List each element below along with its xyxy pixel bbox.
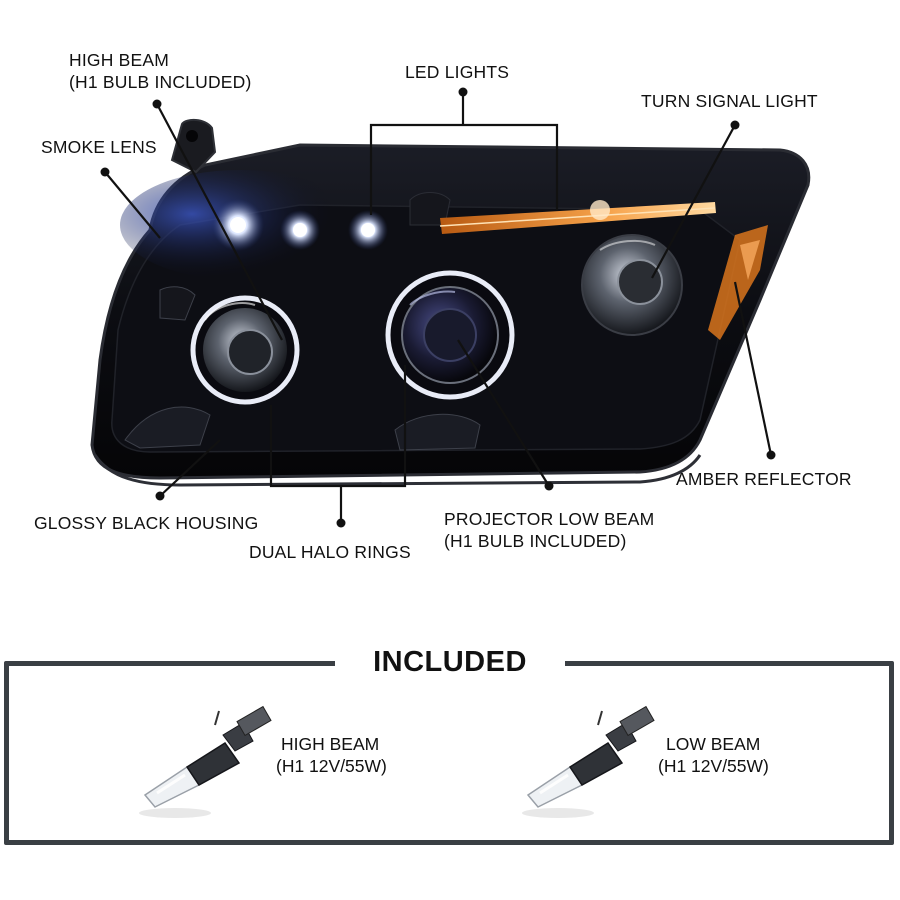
- low-beam-projector: [385, 270, 515, 400]
- included-low-beam-line2: (H1 12V/55W): [658, 756, 769, 776]
- callout-projector-low-beam: PROJECTOR LOW BEAM (H1 BULB INCLUDED): [444, 508, 654, 552]
- h1-bulb-high-beam-image: [139, 705, 272, 818]
- callout-lines: [100, 87, 776, 528]
- included-item-high-beam: HIGH BEAM (H1 12V/55W): [276, 733, 387, 777]
- included-low-beam-line1: LOW BEAM: [666, 734, 761, 754]
- callout-led-lights: LED LIGHTS: [405, 62, 510, 82]
- h1-bulb-low-beam-image: [522, 705, 655, 818]
- callout-high-beam-line1: HIGH BEAM: [69, 50, 170, 70]
- included-title: INCLUDED: [373, 646, 527, 678]
- lower-reflectors: [124, 286, 481, 451]
- callout-projector-low-line1: PROJECTOR LOW BEAM: [444, 509, 655, 529]
- callout-high-beam-line2: (H1 BULB INCLUDED): [69, 72, 252, 92]
- high-beam-projector: [190, 295, 300, 405]
- turn-signal-reflector: [581, 234, 683, 336]
- amber-reflector: [708, 225, 768, 340]
- callout-amber-reflector: AMBER REFLECTOR: [676, 469, 852, 489]
- included-high-beam-line1: HIGH BEAM: [281, 734, 380, 754]
- callout-projector-low-line2: (H1 BULB INCLUDED): [444, 531, 627, 551]
- headlight-diagram: [90, 87, 811, 528]
- included-item-low-beam: LOW BEAM (H1 12V/55W): [658, 733, 769, 777]
- included-title-gap: [335, 640, 565, 680]
- callout-glossy-housing: GLOSSY BLACK HOUSING: [34, 513, 259, 533]
- callout-turn-signal: TURN SIGNAL LIGHT: [641, 91, 818, 111]
- amber-led-strip: [439, 200, 716, 234]
- included-high-beam-line2: (H1 12V/55W): [276, 756, 387, 776]
- callout-smoke-lens: SMOKE LENS: [41, 137, 157, 157]
- led-lights: [120, 170, 451, 280]
- callout-dual-halo: DUAL HALO RINGS: [249, 542, 411, 562]
- callout-high-beam: HIGH BEAM (H1 BULB INCLUDED): [69, 49, 252, 93]
